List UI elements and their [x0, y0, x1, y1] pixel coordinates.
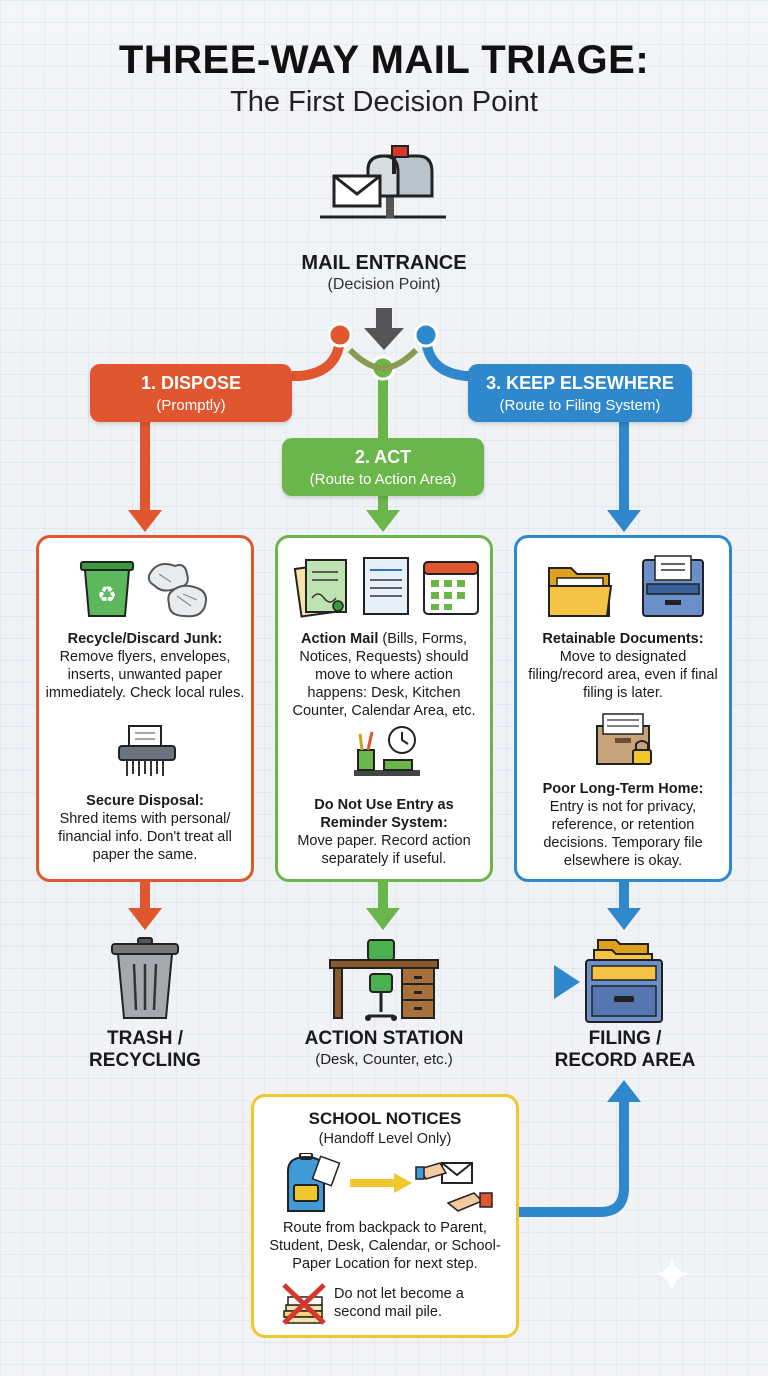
keep-title: 3. KEEP ELSEWHERE [486, 373, 674, 393]
act-sub: (Route to Action Area) [309, 471, 457, 488]
act-heading-2: Do Not Use Entry as Reminder System: [314, 797, 454, 831]
school-warning: Do not let become a second mail pile. [334, 1286, 464, 1320]
trash-can-icon [111, 937, 179, 1019]
dispose-sub: (Promptly) [156, 397, 226, 414]
backpack-handoff-icon [287, 1153, 493, 1212]
locked-file-box-icon [596, 713, 652, 765]
trash-line-2: RECYCLING [89, 1050, 201, 1071]
keep-node [413, 322, 439, 348]
mail-entrance-label: MAIL ENTRANCE [301, 252, 467, 274]
svg-text:♻: ♻ [97, 583, 117, 608]
mailbox-icon [320, 145, 446, 219]
sparkle-icon [654, 1256, 690, 1292]
action-destination-sub: (Desk, Counter, etc.) [315, 1051, 453, 1068]
recycle-bin-icon: ♻ [80, 561, 207, 618]
mail-entrance-sub: (Decision Point) [327, 276, 441, 293]
documents-calendar-icon [293, 557, 479, 618]
keep-text-1: Move to designated filing/record area, e… [528, 649, 718, 701]
keep-text-2: Entry is not for privacy, reference, or … [543, 799, 703, 869]
keep-card: Retainable Documents: Move to designated… [514, 535, 732, 882]
dispose-text-1: Remove flyers, envelopes, inserts, unwan… [45, 649, 245, 701]
folder-inbox-icon [548, 555, 704, 617]
dispose-heading-2: Secure Disposal: [86, 793, 204, 809]
action-destination-label: ACTION STATION [304, 1028, 464, 1049]
keep-branch-pill: 3. KEEP ELSEWHERE (Route to Filing Syste… [468, 364, 692, 422]
page-title: THREE-WAY MAIL TRIAGE: [118, 38, 650, 82]
act-branch-pill: 2. ACT (Route to Action Area) [282, 438, 484, 496]
trash-destination-label: TRASH / RECYCLING [60, 1028, 230, 1072]
shredder-icon [118, 725, 176, 776]
act-card: Action Mail (Bills, Forms, Notices, Requ… [275, 535, 493, 882]
dispose-heading-1: Recycle/Discard Junk: [67, 631, 223, 647]
act-text-2: Move paper. Record action separately if … [297, 833, 471, 867]
filing-line-1: FILING / [588, 1028, 662, 1049]
school-text: Route from backpack to Parent, Student, … [269, 1220, 501, 1272]
act-title: 2. ACT [354, 447, 412, 467]
trash-line-1: TRASH / [107, 1028, 183, 1049]
page-subtitle: The First Decision Point [230, 86, 538, 118]
dispose-branch-pill: 1. DISPOSE (Promptly) [90, 364, 292, 422]
filing-line-2: RECORD AREA [554, 1050, 696, 1071]
school-to-filing-arrow [519, 1100, 629, 1217]
keep-sub: (Route to Filing System) [499, 397, 661, 414]
dispose-title: 1. DISPOSE [140, 373, 242, 393]
school-title: SCHOOL NOTICES [308, 1109, 462, 1128]
dispose-text-2: Shred items with personal/ financial inf… [58, 811, 232, 863]
dispose-card: ♻ Recycle/Discard Junk: Remove flyers, e… [36, 535, 254, 882]
act-text-1: (Bills, Forms, Notices, Requests) should… [292, 631, 476, 719]
entrance-arrow [364, 308, 404, 350]
dispose-node [327, 322, 353, 348]
desk-chair-icon [329, 939, 439, 1021]
keep-heading-2: Poor Long-Term Home: [542, 781, 704, 797]
act-heading-1: Action Mail [301, 631, 379, 647]
filing-drawer-icon [585, 939, 663, 1023]
school-sub: (Handoff Level Only) [318, 1131, 452, 1147]
filing-destination-label: FILING / RECORD AREA [540, 1028, 710, 1072]
desk-supplies-clock-icon [354, 726, 420, 776]
no-pile-icon [282, 1283, 326, 1325]
keep-heading-1: Retainable Documents: [542, 631, 704, 647]
school-notices-card: SCHOOL NOTICES (Handoff Level Only) Rout… [251, 1094, 519, 1338]
